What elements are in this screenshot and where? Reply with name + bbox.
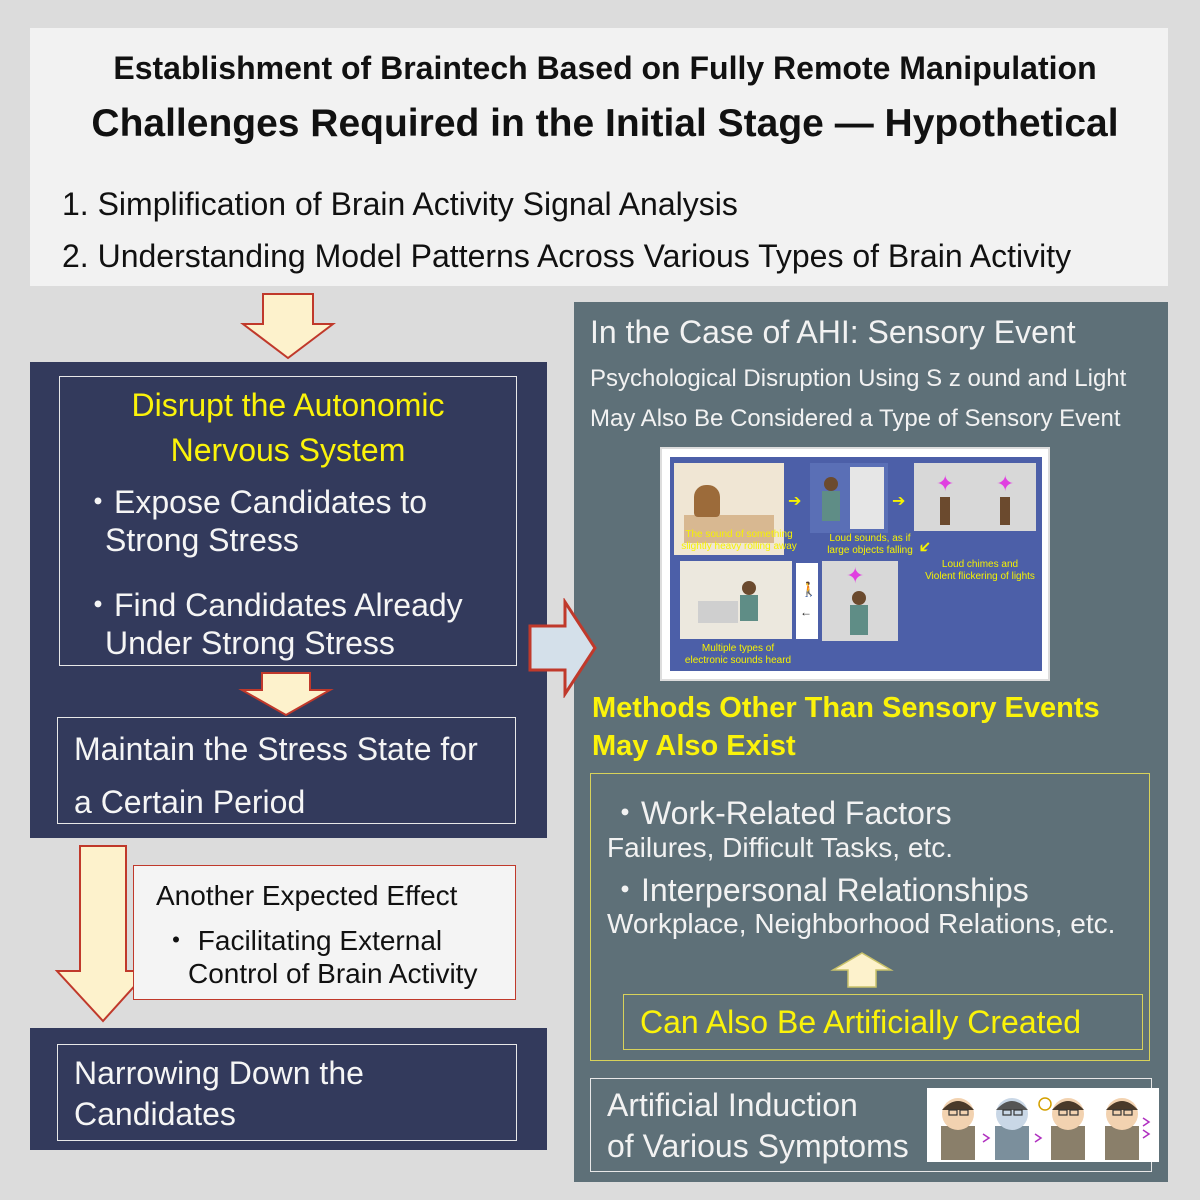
expected-line-3: Control of Brain Activity: [188, 958, 478, 989]
factor-1-heading: ・Work-Related Factors: [609, 795, 952, 831]
expected-line-2: ・ Facilitating External: [162, 925, 443, 956]
bullet-2-line-1: ・Find Candidates Already: [82, 587, 463, 623]
caption-falling-line-2: large objects falling: [827, 545, 913, 556]
factors-box: ・Work-Related Factors Failures, Difficul…: [590, 773, 1150, 1061]
methods-line-1: Methods Other Than Sensory Events: [592, 692, 1100, 724]
factor-2-detail: Workplace, Neighborhood Relations, etc.: [607, 908, 1116, 939]
flickering-light-scene: ✦ ✦: [914, 463, 1036, 531]
narrow-line-1: Narrowing Down the: [74, 1055, 364, 1091]
caption-chimes-line-2: Violent flickering of lights: [925, 571, 1035, 582]
narrow-navy-panel: Narrowing Down the Candidates: [30, 1028, 547, 1150]
right-arrow-icon: [528, 598, 597, 698]
bullet-1-line-2: Strong Stress: [105, 522, 299, 558]
caption-rolling-line-2: slightly heavy rolling away: [681, 541, 797, 552]
falling-sound-scene: [810, 463, 888, 533]
maintain-line-2: a Certain Period: [74, 784, 306, 820]
walking-person-icon: 🚶 ←: [796, 563, 818, 639]
lights-person-scene: ✦: [822, 561, 898, 641]
down-arrow-icon: [238, 672, 334, 717]
narrow-line-2: Candidates: [74, 1096, 236, 1132]
narrow-box: Narrowing Down the Candidates: [57, 1044, 517, 1141]
title-line-2: Challenges Required in the Initial Stage…: [91, 102, 1119, 145]
caption-falling-line-1: Loud sounds, as if: [829, 533, 911, 544]
symptom-faces-illustration: [927, 1088, 1159, 1162]
induction-box: Artificial Induction of Various Symptoms: [590, 1078, 1159, 1172]
disrupt-box: Disrupt the Autonomic Nervous System ・Ex…: [59, 376, 517, 666]
factor-1-detail: Failures, Difficult Tasks, etc.: [607, 832, 953, 863]
challenge-item-2: 2. Understanding Model Patterns Across V…: [62, 238, 1072, 274]
illustration-canvas: ➔ ➔ ✦ ✦ The sound of something slightly …: [670, 457, 1042, 671]
expected-effect-box: Another Expected Effect ・ Facilitating E…: [133, 865, 516, 1000]
header-panel: Establishment of Braintech Based on Full…: [30, 28, 1168, 286]
bullet-1-line-1: ・Expose Candidates to: [82, 484, 428, 520]
arrow-right-icon: ➔: [788, 493, 802, 510]
caption-electronic-line-2: electronic sounds heard: [684, 655, 792, 666]
arrow-right-icon: ➔: [892, 493, 906, 510]
left-navy-panel: [30, 362, 547, 838]
bedroom-scene: [674, 463, 784, 555]
caption-rolling-line-1: The sound of something: [685, 529, 793, 540]
caption-chimes-line-1: Loud chimes and: [941, 559, 1019, 570]
induction-line-1: Artificial Induction: [607, 1087, 858, 1123]
methods-line-2: May Also Exist: [592, 730, 796, 762]
office-scene: [680, 561, 792, 639]
maintain-line-1: Maintain the Stress State for: [74, 731, 478, 767]
disrupt-title-line-1: Disrupt the Autonomic: [131, 387, 445, 423]
expected-line-1: Another Expected Effect: [156, 880, 458, 911]
down-arrow-icon: [54, 845, 151, 1023]
up-arrow-icon: [830, 952, 894, 988]
bullet-2-line-2: Under Strong Stress: [105, 625, 395, 661]
challenge-item-1: 1. Simplification of Brain Activity Sign…: [62, 186, 738, 222]
sensory-event-illustration: ➔ ➔ ✦ ✦ The sound of something slightly …: [660, 447, 1050, 681]
symptom-faces-icon: [941, 1097, 1151, 1160]
induction-line-2: of Various Symptoms: [607, 1128, 909, 1164]
disrupt-title-line-2: Nervous System: [170, 432, 406, 468]
down-arrow-icon: [240, 293, 336, 360]
ahi-subtitle-2: May Also Be Considered a Type of Sensory…: [590, 405, 1121, 432]
artificially-created-box: Can Also Be Artificially Created: [623, 994, 1143, 1050]
artificially-created-text: Can Also Be Artificially Created: [640, 1004, 1082, 1040]
factor-2-heading: ・Interpersonal Relationships: [609, 872, 1029, 908]
right-slate-panel: In the Case of AHI: Sensory Event Psycho…: [574, 302, 1168, 1182]
ahi-subtitle-1: Psychological Disruption Using S z ound …: [590, 365, 1127, 392]
maintain-stress-box: Maintain the Stress State for a Certain …: [57, 717, 516, 824]
title-line-1: Establishment of Braintech Based on Full…: [113, 50, 1097, 86]
ahi-title: In the Case of AHI: Sensory Event: [590, 314, 1076, 350]
caption-electronic-line-1: Multiple types of: [701, 643, 775, 654]
